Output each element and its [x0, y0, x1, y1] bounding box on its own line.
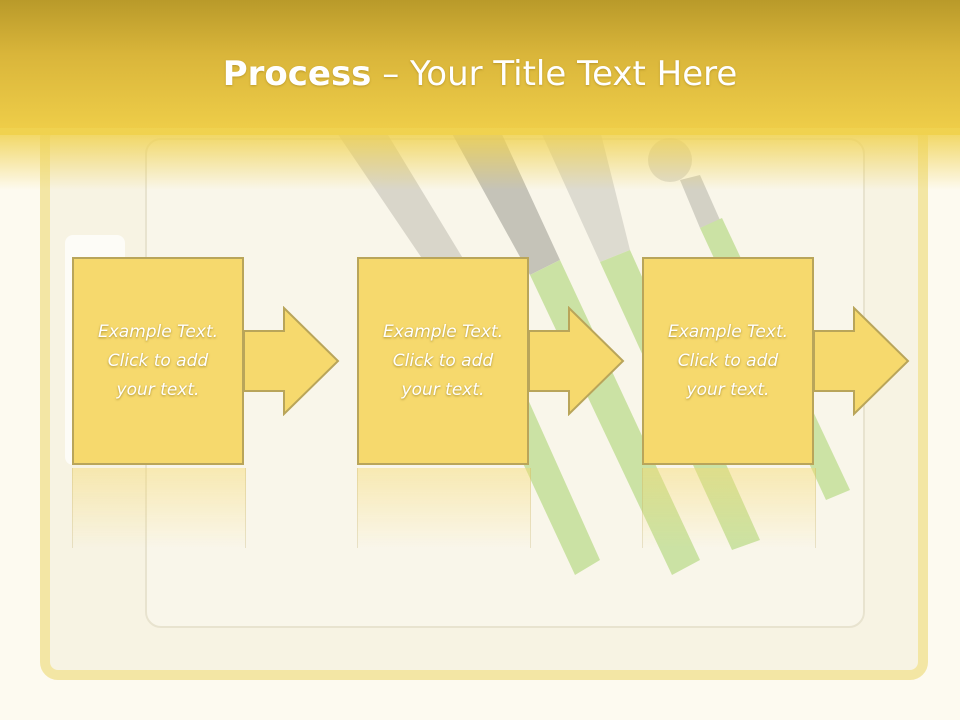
- process-step-box[interactable]: Example Text. Click to add your text.: [72, 257, 244, 465]
- step-text-line: Click to add: [392, 350, 494, 371]
- step-text[interactable]: Example Text. Click to add your text.: [653, 318, 803, 405]
- step-box-reflection: [357, 468, 531, 548]
- step-text[interactable]: Example Text. Click to add your text.: [83, 318, 233, 405]
- step-text-line: Example Text.: [97, 321, 219, 342]
- step-text-line: Click to add: [677, 350, 779, 371]
- title-rest-part: – Your Title Text Here: [371, 54, 738, 94]
- arrow-right-icon: [528, 306, 625, 416]
- step-text-line: your text.: [686, 379, 770, 400]
- process-step-box[interactable]: Example Text. Click to add your text.: [642, 257, 814, 465]
- step-text-line: Example Text.: [382, 321, 504, 342]
- step-box-reflection: [642, 468, 816, 548]
- step-text[interactable]: Example Text. Click to add your text.: [368, 318, 518, 405]
- slide-title[interactable]: Process – Your Title Text Here: [0, 52, 960, 96]
- arrow-right-icon: [813, 306, 910, 416]
- step-box-reflection: [72, 468, 246, 548]
- step-text-line: your text.: [401, 379, 485, 400]
- step-text-line: your text.: [116, 379, 200, 400]
- title-bold-part: Process: [222, 54, 372, 94]
- process-step-box[interactable]: Example Text. Click to add your text.: [357, 257, 529, 465]
- arrow-right-icon: [243, 306, 340, 416]
- title-bar: [0, 0, 960, 135]
- step-text-line: Example Text.: [667, 321, 789, 342]
- title-bar-fade: [0, 128, 960, 190]
- step-text-line: Click to add: [107, 350, 209, 371]
